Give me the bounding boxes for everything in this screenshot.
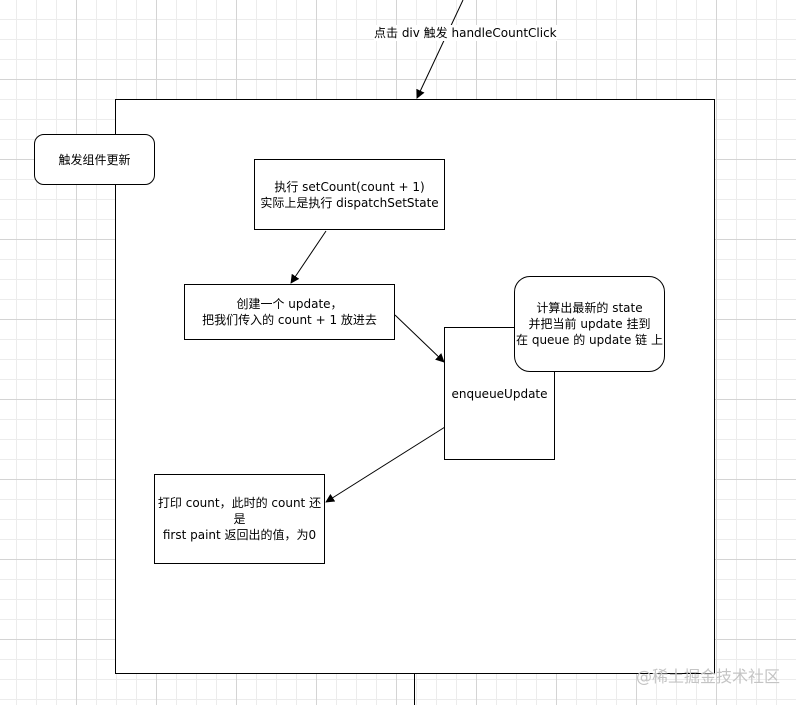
trigger-update-note: 触发组件更新 [34,134,155,185]
node-enqueue-update: enqueueUpdate [444,327,555,460]
edge-label-click: 点击 div 触发 handleCountClick [374,25,557,41]
watermark: @稀土掘金技术社区 [635,667,780,686]
note-compute-state: 计算出最新的 state 并把当前 update 挂到 在 queue 的 up… [514,276,665,372]
edge-create-to-enqueue [394,314,445,363]
node-create-update: 创建一个 update， 把我们传入的 count + 1 放进去 [184,284,395,340]
edge-enqueue-to-print [325,426,446,503]
edge-setcount-to-create [290,230,327,284]
edge-click-to-frame [416,0,464,99]
node-setcount: 执行 setCount(count + 1) 实际上是执行 dispatchSe… [254,159,445,230]
node-print-count: 打印 count，此时的 count 还是 first paint 返回出的值，… [154,474,325,564]
